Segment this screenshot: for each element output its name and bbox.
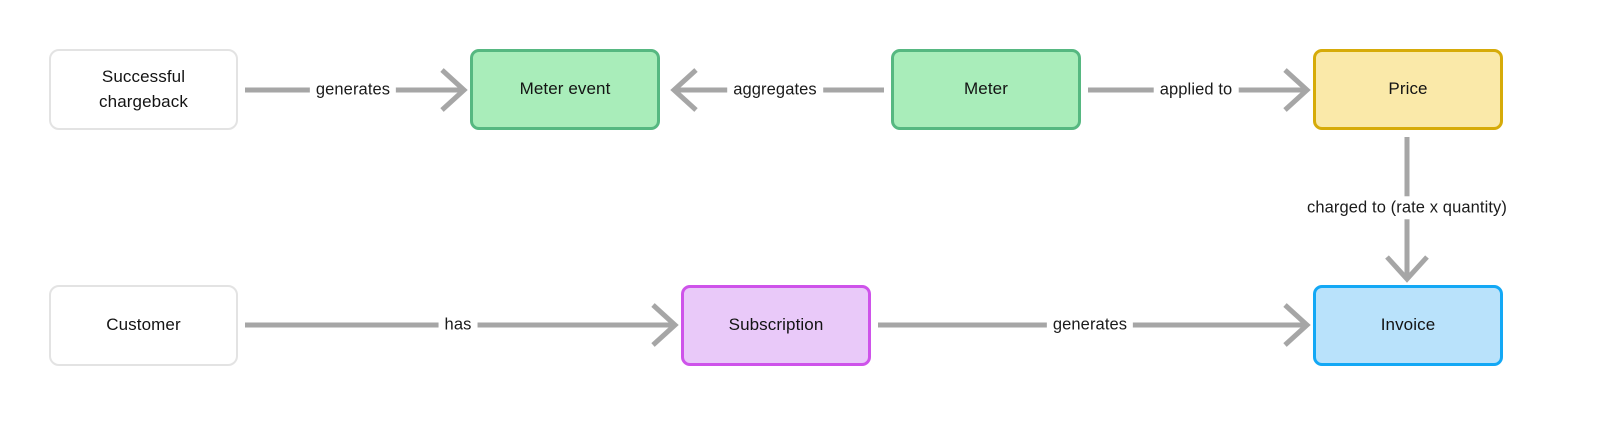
node-label-invoice: Invoice — [1380, 315, 1436, 335]
edge-label-chargeback-generates-meter-event: generates — [309, 78, 397, 102]
node-meter-event[interactable]: Meter event — [470, 49, 660, 130]
arrowhead-meter-aggregates-meter-event — [670, 68, 698, 112]
node-label-subscription: Subscription — [728, 315, 824, 335]
edge-label-meter-aggregates-meter-event: aggregates — [727, 78, 823, 102]
node-label-price: Price — [1388, 79, 1428, 99]
arrowhead-price-charged-to-invoice — [1385, 255, 1429, 283]
node-invoice[interactable]: Invoice — [1313, 285, 1503, 366]
edge-label-subscription-generates-invoice: generates — [1046, 313, 1134, 337]
node-label-meter: Meter — [964, 79, 1008, 99]
node-customer[interactable]: Customer — [49, 285, 238, 366]
node-price[interactable]: Price — [1313, 49, 1503, 130]
edge-label-price-charged-to-invoice: charged to (rate x quantity) — [1301, 196, 1513, 220]
node-successful-chargeback[interactable]: Successful chargeback — [49, 49, 238, 130]
edge-label-meter-applied-to-price: applied to — [1153, 78, 1239, 102]
arrowhead-meter-applied-to-price — [1283, 68, 1311, 112]
node-label-successful-chargeback: Successful chargeback — [99, 66, 188, 111]
node-meter[interactable]: Meter — [891, 49, 1081, 130]
arrowhead-chargeback-generates-meter-event — [440, 68, 468, 112]
node-label-meter-event: Meter event — [519, 79, 611, 99]
node-label-customer: Customer — [106, 315, 181, 335]
node-subscription[interactable]: Subscription — [681, 285, 871, 366]
arrowhead-customer-has-subscription — [1283, 303, 1311, 347]
arrowhead-subscription-generates-invoice — [651, 303, 679, 347]
edge-label-customer-has-subscription: has — [438, 313, 478, 337]
